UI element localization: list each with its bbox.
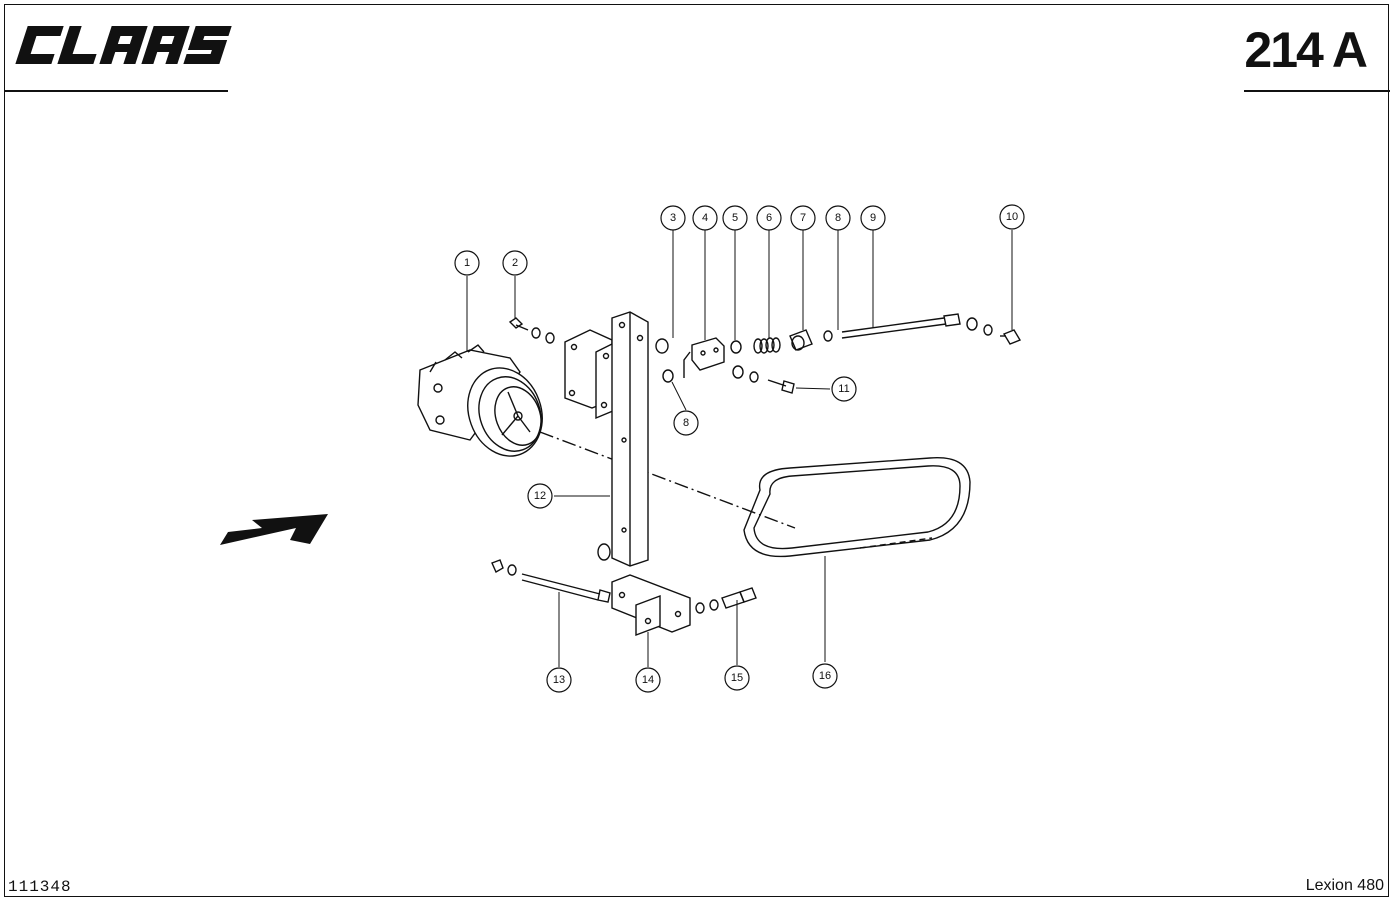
svg-text:15: 15 <box>731 672 743 684</box>
logo-underline <box>4 90 228 92</box>
compressor-drawing <box>417 344 543 457</box>
bolt-15-drawing <box>695 587 757 614</box>
callout-8-lower: 8 <box>673 410 699 436</box>
callout-8: 8 <box>825 205 851 231</box>
callout-6: 6 <box>756 205 782 231</box>
page-number: 214 A <box>1244 22 1368 78</box>
callout-13: 13 <box>546 667 572 693</box>
callout-16: 16 <box>812 663 838 689</box>
callout-15: 15 <box>724 665 750 691</box>
page-frame <box>4 4 1389 897</box>
callout-9: 9 <box>860 205 886 231</box>
svg-text:8: 8 <box>683 417 689 429</box>
svg-text:1: 1 <box>464 257 470 269</box>
base-bracket-drawing <box>611 574 691 637</box>
svg-text:16: 16 <box>819 670 831 682</box>
callout-12: 12 <box>527 483 553 509</box>
svg-text:7: 7 <box>800 212 806 224</box>
callout-2: 2 <box>502 250 528 276</box>
bolt-13-drawing <box>491 559 611 603</box>
svg-text:13: 13 <box>553 674 565 686</box>
svg-text:2: 2 <box>512 257 518 269</box>
svg-text:6: 6 <box>766 212 772 224</box>
callout-7: 7 <box>790 205 816 231</box>
callout-14: 14 <box>635 667 661 693</box>
svg-text:9: 9 <box>870 212 876 224</box>
leader-lines <box>466 230 1013 667</box>
v-belt-drawing <box>743 457 971 558</box>
page-number-underline <box>1244 90 1390 92</box>
svg-text:11: 11 <box>838 383 849 395</box>
model-name: Lexion 480 <box>1305 877 1384 894</box>
direction-arrow-icon <box>220 514 328 545</box>
callout-1: 1 <box>454 250 480 276</box>
claas-logo <box>15 26 232 64</box>
svg-text:12: 12 <box>534 490 546 502</box>
callout-11: 11 <box>831 376 857 402</box>
svg-text:3: 3 <box>670 212 676 224</box>
callout-5: 5 <box>722 205 748 231</box>
callout-10: 10 <box>999 204 1025 230</box>
tensioner-assembly-drawing <box>655 313 1022 394</box>
figure-number: 111348 <box>8 878 72 896</box>
callout-4: 4 <box>692 205 718 231</box>
svg-text:14: 14 <box>642 674 654 686</box>
svg-text:5: 5 <box>732 212 738 224</box>
svg-text:10: 10 <box>1006 211 1018 223</box>
callout-3: 3 <box>660 205 686 231</box>
bolt-2-drawing <box>508 317 555 344</box>
svg-text:4: 4 <box>702 212 708 224</box>
vertical-support-drawing <box>597 311 649 567</box>
svg-text:8: 8 <box>835 212 841 224</box>
